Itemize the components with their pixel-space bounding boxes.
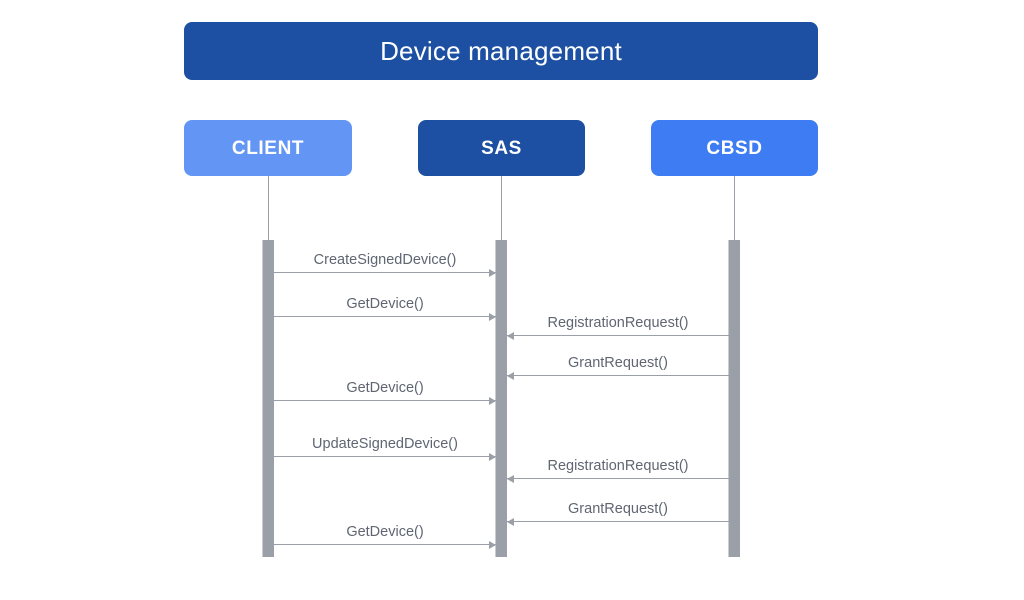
message-label: RegistrationRequest() — [547, 314, 689, 331]
message-label: GetDevice() — [346, 523, 424, 540]
arrowhead-right-icon — [489, 312, 496, 321]
message-m8: GrantRequest() — [507, 501, 729, 526]
participant-box-sas: SAS — [418, 120, 585, 176]
participant-box-client: CLIENT — [184, 120, 352, 176]
message-label: UpdateSignedDevice() — [312, 435, 458, 452]
arrowhead-left-icon — [507, 331, 514, 340]
page-title: Device management — [380, 36, 622, 66]
lifeline-cbsd — [734, 176, 735, 240]
message-m6: UpdateSignedDevice() — [274, 436, 496, 461]
message-line — [274, 456, 496, 457]
arrowhead-right-icon — [489, 396, 496, 405]
message-label: GrantRequest() — [568, 354, 668, 371]
message-m4: GrantRequest() — [507, 355, 729, 380]
arrowhead-right-icon — [489, 452, 496, 461]
message-m7: RegistrationRequest() — [507, 458, 729, 483]
message-line — [274, 272, 496, 273]
message-line — [507, 335, 729, 336]
participant-label-client: CLIENT — [231, 137, 305, 159]
message-line — [507, 478, 729, 479]
activation-bar-cbsd — [728, 240, 740, 557]
arrowhead-left-icon — [507, 517, 514, 526]
message-m1: CreateSignedDevice() — [274, 252, 496, 277]
activation-bar-sas — [495, 240, 507, 557]
message-line — [507, 375, 729, 376]
arrowhead-left-icon — [507, 371, 514, 380]
message-m9: GetDevice() — [274, 524, 496, 549]
message-label: RegistrationRequest() — [547, 457, 689, 474]
participant-box-cbsd: CBSD — [651, 120, 818, 176]
message-label: GetDevice() — [346, 379, 424, 396]
message-m5: GetDevice() — [274, 380, 496, 405]
message-line — [274, 316, 496, 317]
message-label: CreateSignedDevice() — [313, 251, 457, 268]
arrowhead-right-icon — [489, 268, 496, 277]
lifeline-sas — [501, 176, 502, 240]
lifeline-client — [268, 176, 269, 240]
message-m2: GetDevice() — [274, 296, 496, 321]
participant-label-sas: SAS — [481, 137, 522, 159]
arrowhead-right-icon — [489, 540, 496, 549]
message-line — [274, 544, 496, 545]
message-m3: RegistrationRequest() — [507, 315, 729, 340]
arrowhead-left-icon — [507, 474, 514, 483]
message-label: GrantRequest() — [568, 500, 668, 517]
activation-bar-client — [262, 240, 274, 557]
participant-label-cbsd: CBSD — [706, 137, 763, 159]
diagram-title-banner: Device management — [184, 22, 818, 80]
message-line — [274, 400, 496, 401]
message-line — [507, 521, 729, 522]
message-label: GetDevice() — [346, 295, 424, 312]
